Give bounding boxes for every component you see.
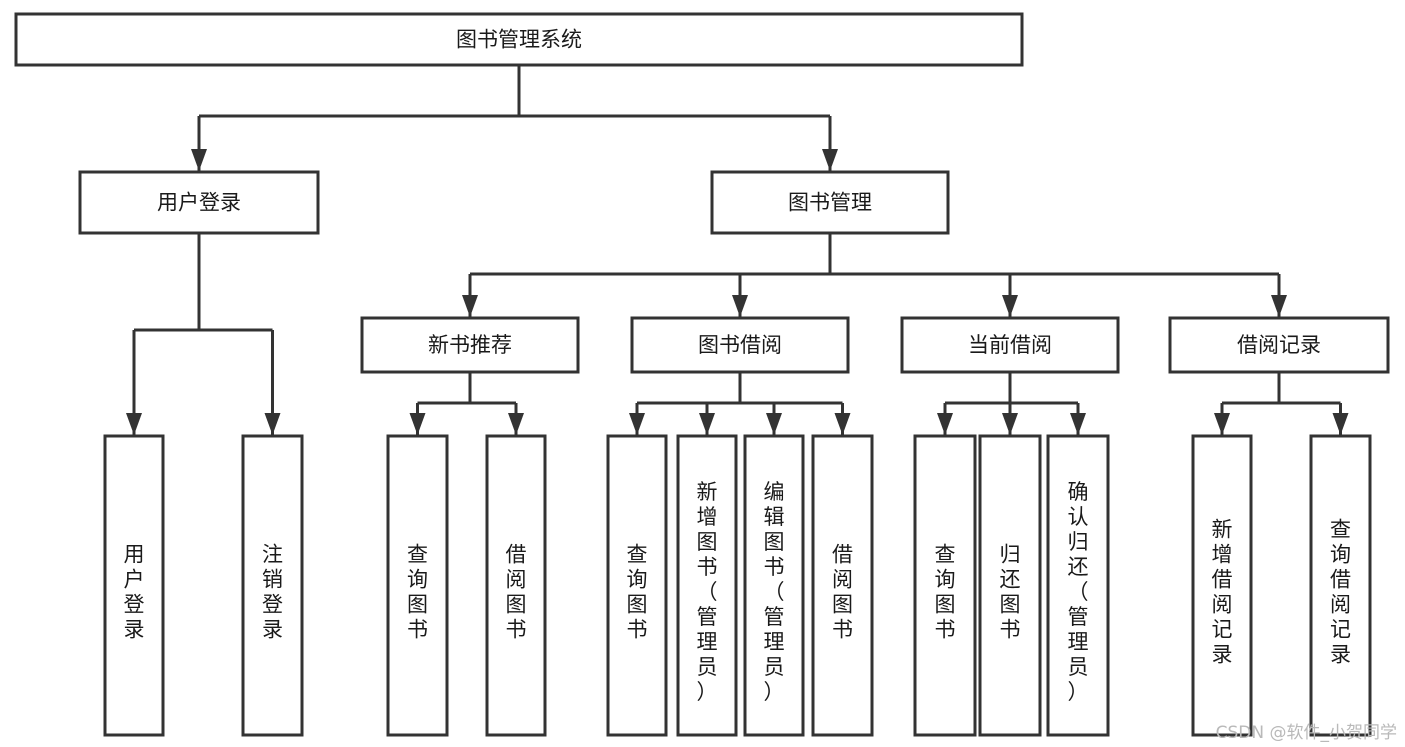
edge-group-current (937, 372, 1086, 435)
edge-arrowhead (629, 413, 645, 435)
node-l9[interactable]: 查询图书 (913, 434, 977, 737)
node-l13[interactable]: 查询借阅记录 (1309, 434, 1372, 737)
edge-arrowhead (822, 149, 838, 171)
edge-arrowhead (699, 413, 715, 435)
node-box (360, 316, 580, 374)
node-box (485, 434, 547, 737)
edge-arrowhead (126, 413, 142, 435)
node-box (241, 434, 304, 737)
node-l12[interactable]: 新增借阅记录 (1191, 434, 1253, 737)
edge-arrowhead (1332, 413, 1349, 435)
node-box (913, 434, 977, 737)
node-label: 查询图书 (407, 543, 428, 642)
node-label: 图书管理 (788, 191, 872, 215)
node-label: 查询图书 (627, 543, 648, 642)
edge-arrowhead (834, 413, 851, 435)
edge-arrowhead (462, 295, 478, 317)
edges-layer (126, 65, 1349, 435)
node-record[interactable]: 借阅记录 (1168, 316, 1390, 374)
node-l10[interactable]: 归还图书 (978, 434, 1042, 737)
node-label: 图书借阅 (698, 333, 782, 357)
edge-group-newbook (409, 372, 524, 435)
node-box (1046, 434, 1110, 737)
edge-arrowhead (264, 413, 281, 435)
node-l2[interactable]: 注销登录 (241, 434, 304, 737)
node-l3[interactable]: 查询图书 (386, 434, 449, 737)
node-l1[interactable]: 用户登录 (103, 434, 165, 737)
node-box (630, 316, 850, 374)
node-box (811, 434, 874, 737)
node-l8[interactable]: 借阅图书 (811, 434, 874, 737)
node-box (710, 170, 950, 235)
node-label: 编辑图书（管理员） (764, 480, 785, 704)
node-label: 借阅图书 (832, 543, 853, 642)
edge-group-record (1214, 372, 1349, 435)
node-label: 新增借阅记录 (1212, 518, 1233, 667)
edge-arrowhead (508, 413, 524, 435)
node-label: 归还图书 (1000, 543, 1021, 642)
edge-arrowhead (191, 149, 207, 171)
edge-group-bookmgmt (462, 233, 1287, 317)
edge-group-login (126, 233, 281, 435)
node-box (1191, 434, 1253, 737)
node-label: 注销登录 (262, 543, 283, 642)
node-box (1309, 434, 1372, 737)
node-login[interactable]: 用户登录 (78, 170, 320, 235)
node-current[interactable]: 当前借阅 (900, 316, 1120, 374)
node-label: 查询借阅记录 (1330, 518, 1351, 667)
node-label: 当前借阅 (968, 333, 1052, 357)
edge-arrowhead (1214, 413, 1230, 435)
node-box (676, 434, 738, 737)
node-box (743, 434, 805, 737)
node-box (1168, 316, 1390, 374)
edge-arrowhead (732, 295, 748, 317)
node-l4[interactable]: 借阅图书 (485, 434, 547, 737)
edge-group-root (191, 65, 838, 171)
node-label: 用户登录 (124, 543, 145, 642)
node-newbook[interactable]: 新书推荐 (360, 316, 580, 374)
edge-arrowhead (937, 413, 953, 435)
node-label: 借阅记录 (1237, 333, 1321, 357)
nodes-layer: 图书管理系统用户登录图书管理新书推荐图书借阅当前借阅借阅记录用户登录注销登录查询… (14, 12, 1390, 737)
node-borrow[interactable]: 图书借阅 (630, 316, 850, 374)
node-box (386, 434, 449, 737)
node-l11[interactable]: 确认归还（管理员） (1046, 434, 1110, 737)
edge-group-borrow (629, 372, 851, 435)
node-label: 新增图书（管理员） (697, 480, 718, 704)
edge-arrowhead (1002, 413, 1018, 435)
node-label: 新书推荐 (428, 333, 512, 357)
node-label: 图书管理系统 (456, 28, 582, 52)
node-l5[interactable]: 查询图书 (606, 434, 668, 737)
node-label: 确认归还（管理员） (1068, 480, 1089, 704)
node-label: 查询图书 (935, 543, 956, 642)
node-box (900, 316, 1120, 374)
edge-arrowhead (1271, 295, 1287, 317)
edge-arrowhead (1002, 295, 1018, 317)
node-box (103, 434, 165, 737)
node-label: 借阅图书 (506, 543, 527, 642)
node-l7[interactable]: 编辑图书（管理员） (743, 434, 805, 737)
node-l6[interactable]: 新增图书（管理员） (676, 434, 738, 737)
node-label: 用户登录 (157, 191, 241, 215)
edge-arrowhead (1070, 413, 1086, 435)
node-box (606, 434, 668, 737)
node-root[interactable]: 图书管理系统 (14, 12, 1024, 67)
node-box (78, 170, 320, 235)
edge-arrowhead (766, 413, 782, 435)
node-box (14, 12, 1024, 67)
node-bookmgmt[interactable]: 图书管理 (710, 170, 950, 235)
node-box (978, 434, 1042, 737)
edge-arrowhead (409, 413, 426, 435)
